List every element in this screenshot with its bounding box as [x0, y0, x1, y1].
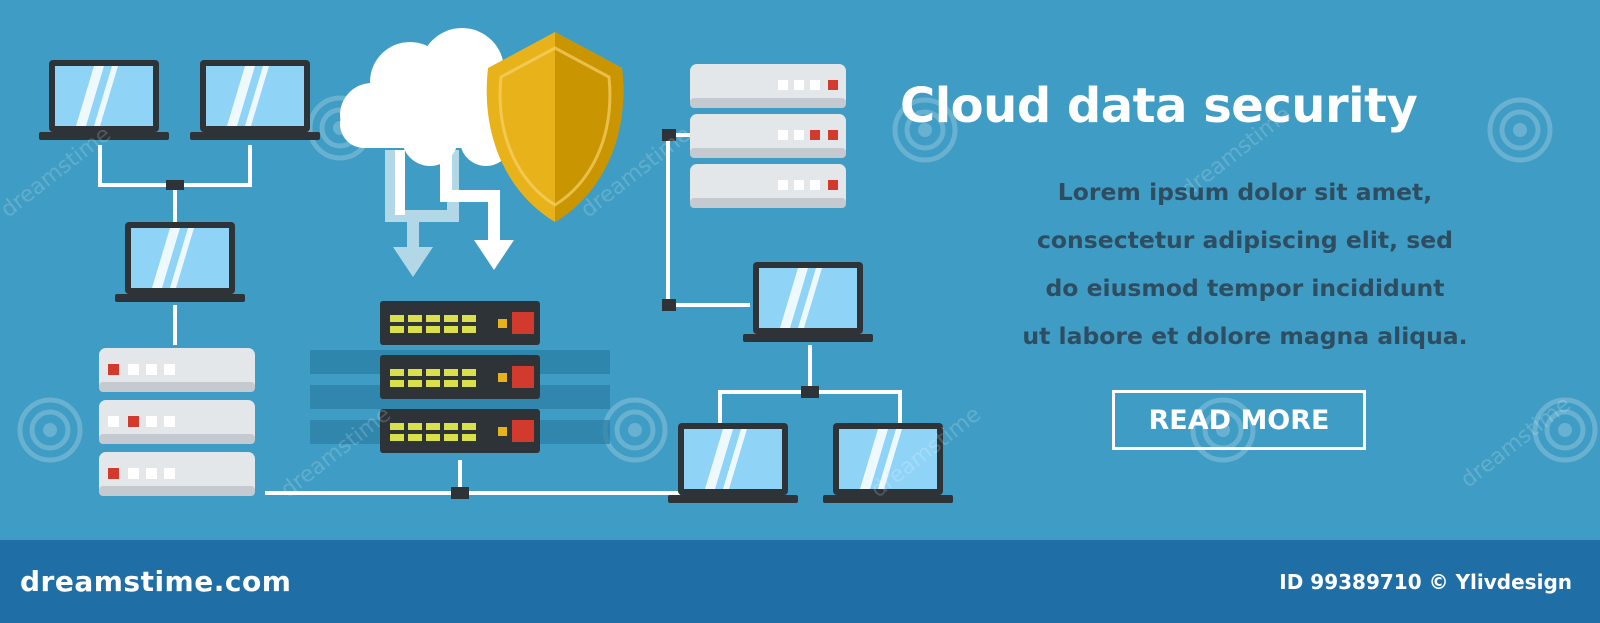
- network-joints: [166, 129, 819, 499]
- laptop-icon: [190, 60, 320, 140]
- dreamstime-logo[interactable]: dreamstime.com: [20, 565, 292, 598]
- laptop-icon: [823, 423, 953, 503]
- data-flow-arrows: [385, 150, 514, 277]
- network-illustration: [0, 28, 1600, 503]
- laptop-icon: [39, 60, 169, 140]
- dreamstime-spiral-icon: [605, 400, 665, 460]
- description-line: consectetur adipiscing elit, sed: [1036, 226, 1454, 254]
- description-line: ut labore et dolore magna aliqua.: [1022, 322, 1468, 350]
- image-id: ID 99389710: [1279, 570, 1422, 594]
- dreamstime-spiral-icon: [20, 400, 80, 460]
- author-credit[interactable]: © Ylivdesign: [1428, 570, 1572, 594]
- description-line: do eiusmod tempor incididunt: [1045, 274, 1445, 302]
- footer-bar: dreamstime.com ID 99389710 © Ylivdesign: [0, 540, 1600, 623]
- laptop-icon: [115, 222, 245, 302]
- dreamstime-spiral-icon: [1535, 400, 1595, 460]
- description-text: Lorem ipsum dolor sit amet, consectetur …: [925, 168, 1565, 360]
- network-switch-icon: [380, 301, 540, 453]
- page-title: Cloud data security: [900, 78, 1418, 134]
- laptop-icon: [743, 262, 873, 342]
- laptop-icon: [668, 423, 798, 503]
- description-line: Lorem ipsum dolor sit amet,: [1057, 178, 1433, 206]
- image-credit: ID 99389710 © Ylivdesign: [1279, 570, 1572, 594]
- read-more-button[interactable]: READ MORE: [1112, 390, 1366, 450]
- server-rack-icon: [690, 64, 846, 208]
- shield-icon: [486, 32, 624, 222]
- server-rack-icon: [99, 348, 255, 496]
